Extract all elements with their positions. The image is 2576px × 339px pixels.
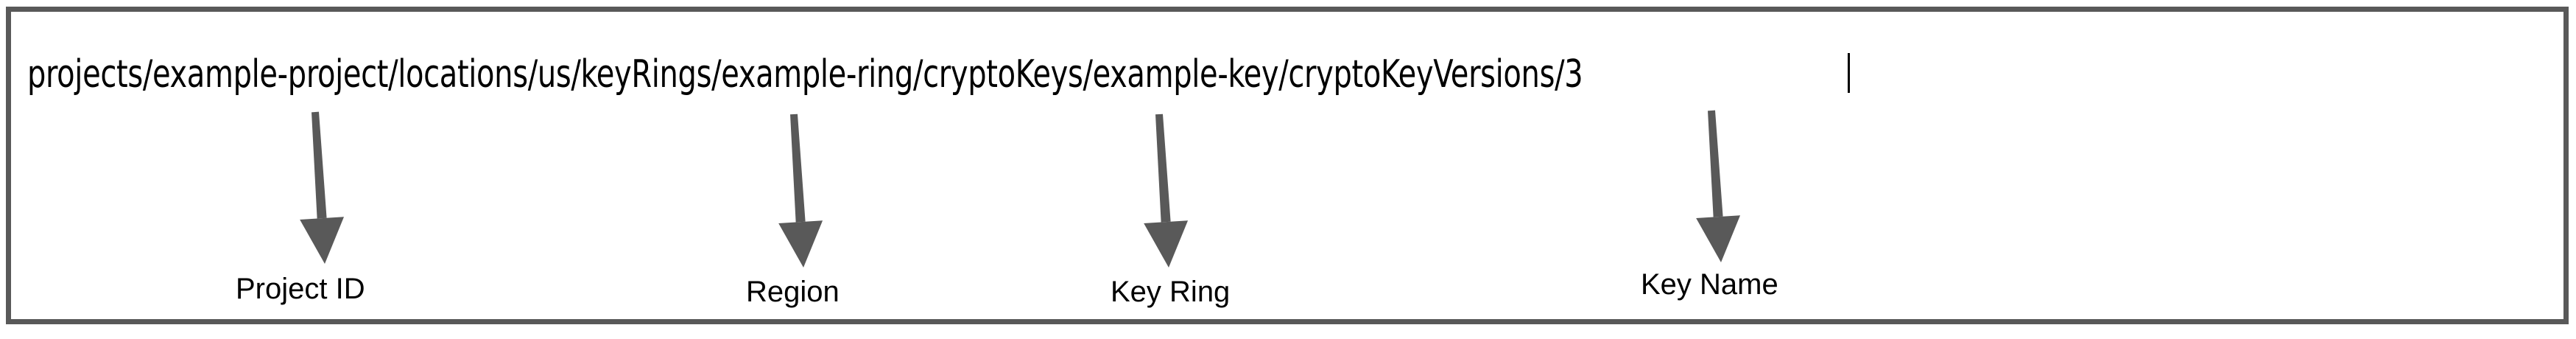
annotation-label-key-ring: Key Ring [1111, 276, 1231, 308]
annotation-arrow-3 [1696, 110, 1741, 262]
annotation-arrow-2 [1144, 113, 1189, 268]
annotation-arrow-0 [300, 111, 345, 264]
annotation-label-project-id: Project ID [236, 273, 365, 305]
resource-path-field[interactable]: projects/example-project/locations/us/ke… [27, 47, 1850, 97]
resource-path-text: projects/example-project/locations/us/ke… [27, 52, 1583, 97]
annotation-label-key-name: Key Name [1641, 268, 1778, 301]
text-caret [1847, 53, 1850, 93]
resource-name-panel: projects/example-project/locations/us/ke… [6, 7, 2569, 324]
annotation-arrow-1 [778, 113, 823, 268]
annotation-label-region: Region [746, 276, 840, 308]
